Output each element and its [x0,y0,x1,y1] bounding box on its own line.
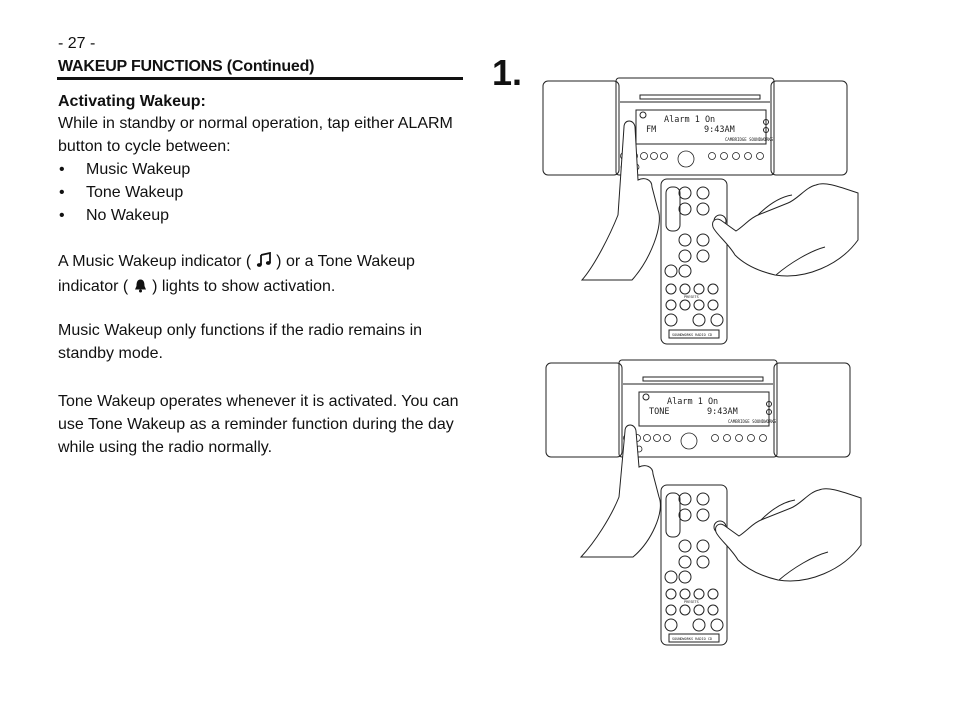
presets-label: PRESETS [684,600,699,604]
hand-left [580,120,660,281]
display-time: 9:43AM [704,125,735,135]
music-line-1: Music Wakeup only functions if the radio… [58,322,423,339]
brand-logo: CAMBRIDGE SOUNDWORKS [725,137,774,142]
remote-control [660,178,728,345]
display-line-1: Alarm 1 On [664,115,715,125]
tone-line-2: use Tone Wakeup as a reminder function d… [58,416,454,433]
option-tone-wakeup: Tone Wakeup [58,181,190,204]
hand-left [579,424,661,558]
option-no-wakeup: No Wakeup [58,204,190,227]
option-music-wakeup: Music Wakeup [58,158,190,181]
radio-illustration-fm: Alarm 1 On FM 9:43AM CAMBRIDGE SOUNDWORK… [542,77,859,345]
music-paragraph: Music Wakeup only functions if the radio… [58,319,468,365]
tone-paragraph: Tone Wakeup operates whenever it is acti… [58,390,478,459]
indicator-line-1: A Music Wakeup indicator ( ) or a Tone W… [58,250,468,275]
hand-right [715,488,862,582]
display-mode: TONE [649,407,669,417]
tone-line-3: while using the radio normally. [58,439,273,456]
radio-illustration-tone: Alarm 1 On TONE 9:43AM CAMBRIDGE SOUNDWO… [545,359,862,646]
front-panel-buttons [620,150,764,171]
indicator-paragraph: A Music Wakeup indicator ( ) or a Tone W… [58,250,468,300]
presets-label: PRESETS [684,295,699,299]
display-time: 9:43AM [707,407,738,417]
intro-line-1: While in standby or normal operation, ta… [58,115,453,132]
intro-paragraph: While in standby or normal operation, ta… [58,112,468,158]
music-note-icon [256,251,272,275]
remote-label: SOUNDWORKS RADIO CD [672,333,712,337]
illustration-panel-fm: Alarm 1 On FM 9:43AM CAMBRIDGE SOUNDWORK… [540,75,870,355]
music-line-2: standby mode. [58,345,163,362]
tone-line-1: Tone Wakeup operates whenever it is acti… [58,393,459,410]
page-number: - 27 - [58,35,96,52]
bell-icon [133,277,148,300]
hand-right [712,183,859,277]
section-title: WAKEUP FUNCTIONS (Continued) [58,58,315,75]
intro-line-2: button to cycle between: [58,138,231,155]
step-number: 1. [492,52,523,93]
wakeup-options-list: Music Wakeup Tone Wakeup No Wakeup [58,158,190,227]
display-line-1: Alarm 1 On [667,397,718,407]
brand-logo: CAMBRIDGE SOUNDWORKS [728,419,777,424]
remote-label: SOUNDWORKS RADIO CD [672,637,712,641]
remote-control [660,484,728,646]
illustration-panel-tone: Alarm 1 On TONE 9:43AM CAMBRIDGE SOUNDWO… [543,357,873,657]
display-mode: FM [646,125,656,135]
front-panel-buttons [623,432,767,453]
title-rule [57,77,463,80]
indicator-line-2: indicator ( ) lights to show activation. [58,275,468,300]
subhead-activating-wakeup: Activating Wakeup: [58,93,206,110]
